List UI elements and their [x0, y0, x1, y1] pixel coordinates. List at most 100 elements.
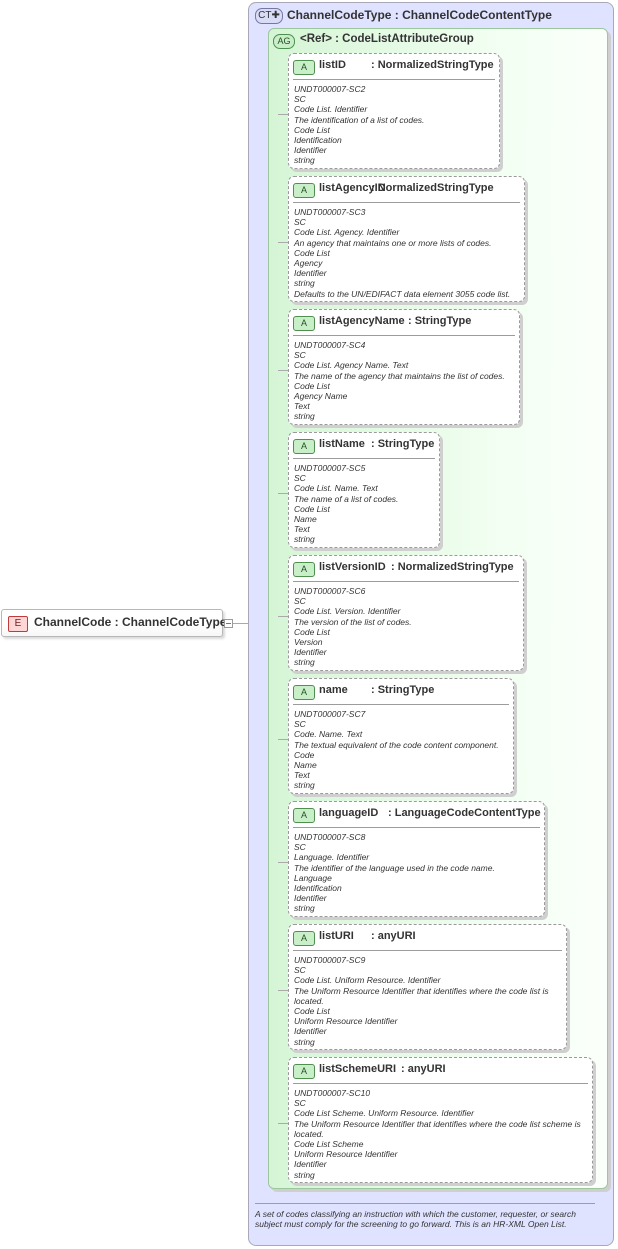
- collapse-toggle-icon[interactable]: [224, 619, 233, 628]
- doc-line: Code List. Agency. Identifier: [294, 227, 400, 238]
- doc-line: Code. Name. Text: [294, 729, 363, 740]
- attribute-type: : NormalizedStringType: [371, 182, 494, 194]
- attribute-name: listURI: [319, 930, 354, 942]
- doc-line: UNDT000007-SC3: [294, 207, 366, 217]
- doc-line: Language: [294, 872, 332, 883]
- attribute-type: : anyURI: [401, 1063, 446, 1075]
- doc-line: Agency: [294, 258, 323, 269]
- attribute-badge: A: [293, 685, 315, 700]
- doc-line: Code List: [294, 503, 330, 514]
- attribute-type: : StringType: [408, 315, 472, 327]
- complex-type-documentation: A set of codes classifying an instructio…: [255, 1209, 576, 1229]
- doc-line: SC: [294, 94, 306, 105]
- doc-line: SC: [294, 965, 306, 976]
- attribute-type: : LanguageCodeContentType: [388, 807, 541, 819]
- element-label: ChannelCode : ChannelCodeType: [34, 615, 227, 629]
- doc-line: Code List: [294, 380, 330, 391]
- element-badge: E: [8, 616, 28, 632]
- doc-line: string: [294, 780, 315, 791]
- attribute-badge: A: [293, 808, 315, 823]
- connector-branch: [278, 739, 288, 740]
- attribute-group-title: <Ref> : CodeListAttributeGroup: [300, 33, 474, 45]
- attribute-divider: [293, 335, 515, 336]
- doc-line: SC: [294, 1098, 306, 1109]
- doc-line: Identifier: [294, 893, 327, 904]
- attribute-divider: [293, 827, 540, 828]
- doc-line: UNDT000007-SC7: [294, 709, 366, 719]
- attribute-name: listName: [319, 438, 365, 450]
- doc-line: The Uniform Resource Identifier that ide…: [294, 1118, 581, 1139]
- doc-line: Code List: [294, 626, 330, 637]
- doc-line: Uniform Resource Identifier: [294, 1016, 398, 1027]
- attribute-name: name: [319, 684, 348, 696]
- doc-line: Code: [294, 749, 315, 760]
- doc-line: The identifier of the language used in t…: [294, 862, 495, 873]
- complex-type-title: ChannelCodeType : ChannelCodeContentType: [287, 8, 552, 22]
- attribute-badge: A: [293, 183, 315, 198]
- doc-line: UNDT000007-SC6: [294, 586, 366, 596]
- doc-line: SC: [294, 596, 306, 607]
- doc-line: Name: [294, 760, 317, 771]
- doc-line: The name of a list of codes.: [294, 493, 399, 504]
- doc-line: Identifier: [294, 1026, 327, 1037]
- attribute-name: listAgencyID: [319, 182, 386, 194]
- doc-line: Identifier: [294, 1159, 327, 1170]
- doc-line: The textual equivalent of the code conte…: [294, 739, 499, 750]
- attribute-type: : NormalizedStringType: [371, 59, 494, 71]
- plus-icon: ✚: [271, 10, 280, 21]
- doc-line: SC: [294, 350, 306, 361]
- doc-line: UNDT000007-SC8: [294, 832, 366, 842]
- doc-line: Code List. Uniform Resource. Identifier: [294, 975, 441, 986]
- doc-line: Identifier: [294, 647, 327, 658]
- attribute-badge: A: [293, 316, 315, 331]
- complex-type-divider: [255, 1203, 595, 1204]
- attribute-name: listSchemeURI: [319, 1063, 397, 1075]
- doc-line: string: [294, 657, 315, 668]
- connector-branch: [278, 114, 288, 115]
- doc-line: UNDT000007-SC4: [294, 340, 366, 350]
- attribute-group-badge: AG: [273, 34, 295, 49]
- doc-line: Identification: [294, 135, 342, 146]
- connector-element-to-type: [233, 623, 248, 624]
- connector-branch: [278, 493, 288, 494]
- doc-line: Code List. Version. Identifier: [294, 606, 401, 617]
- connector-branch: [278, 1123, 288, 1124]
- doc-line: Name: [294, 514, 317, 525]
- attribute-type: : StringType: [371, 438, 435, 450]
- attribute-divider: [293, 581, 519, 582]
- doc-line: The Uniform Resource Identifier that ide…: [294, 985, 549, 1006]
- doc-line: string: [294, 1169, 315, 1180]
- doc-line: The identification of a list of codes.: [294, 114, 425, 125]
- doc-line: string: [294, 903, 315, 914]
- doc-line: Code List Scheme: [294, 1139, 364, 1150]
- attribute-divider: [293, 458, 435, 459]
- doc-line: Version: [294, 637, 323, 648]
- doc-line: string: [294, 411, 315, 422]
- doc-line: Code List. Identifier: [294, 104, 368, 115]
- doc-line: Code List. Agency Name. Text: [294, 360, 409, 371]
- doc-line: string: [294, 534, 315, 545]
- element-channelcode[interactable]: E ChannelCode : ChannelCodeType: [1, 609, 227, 637]
- doc-line: The version of the list of codes.: [294, 616, 412, 627]
- doc-line: Identifier: [294, 145, 327, 156]
- doc-line: UNDT000007-SC5: [294, 463, 366, 473]
- doc-line: SC: [294, 719, 306, 730]
- doc-line: Defaults to the UN/EDIFACT data element …: [294, 288, 511, 299]
- doc-line: Uniform Resource Identifier: [294, 1149, 398, 1160]
